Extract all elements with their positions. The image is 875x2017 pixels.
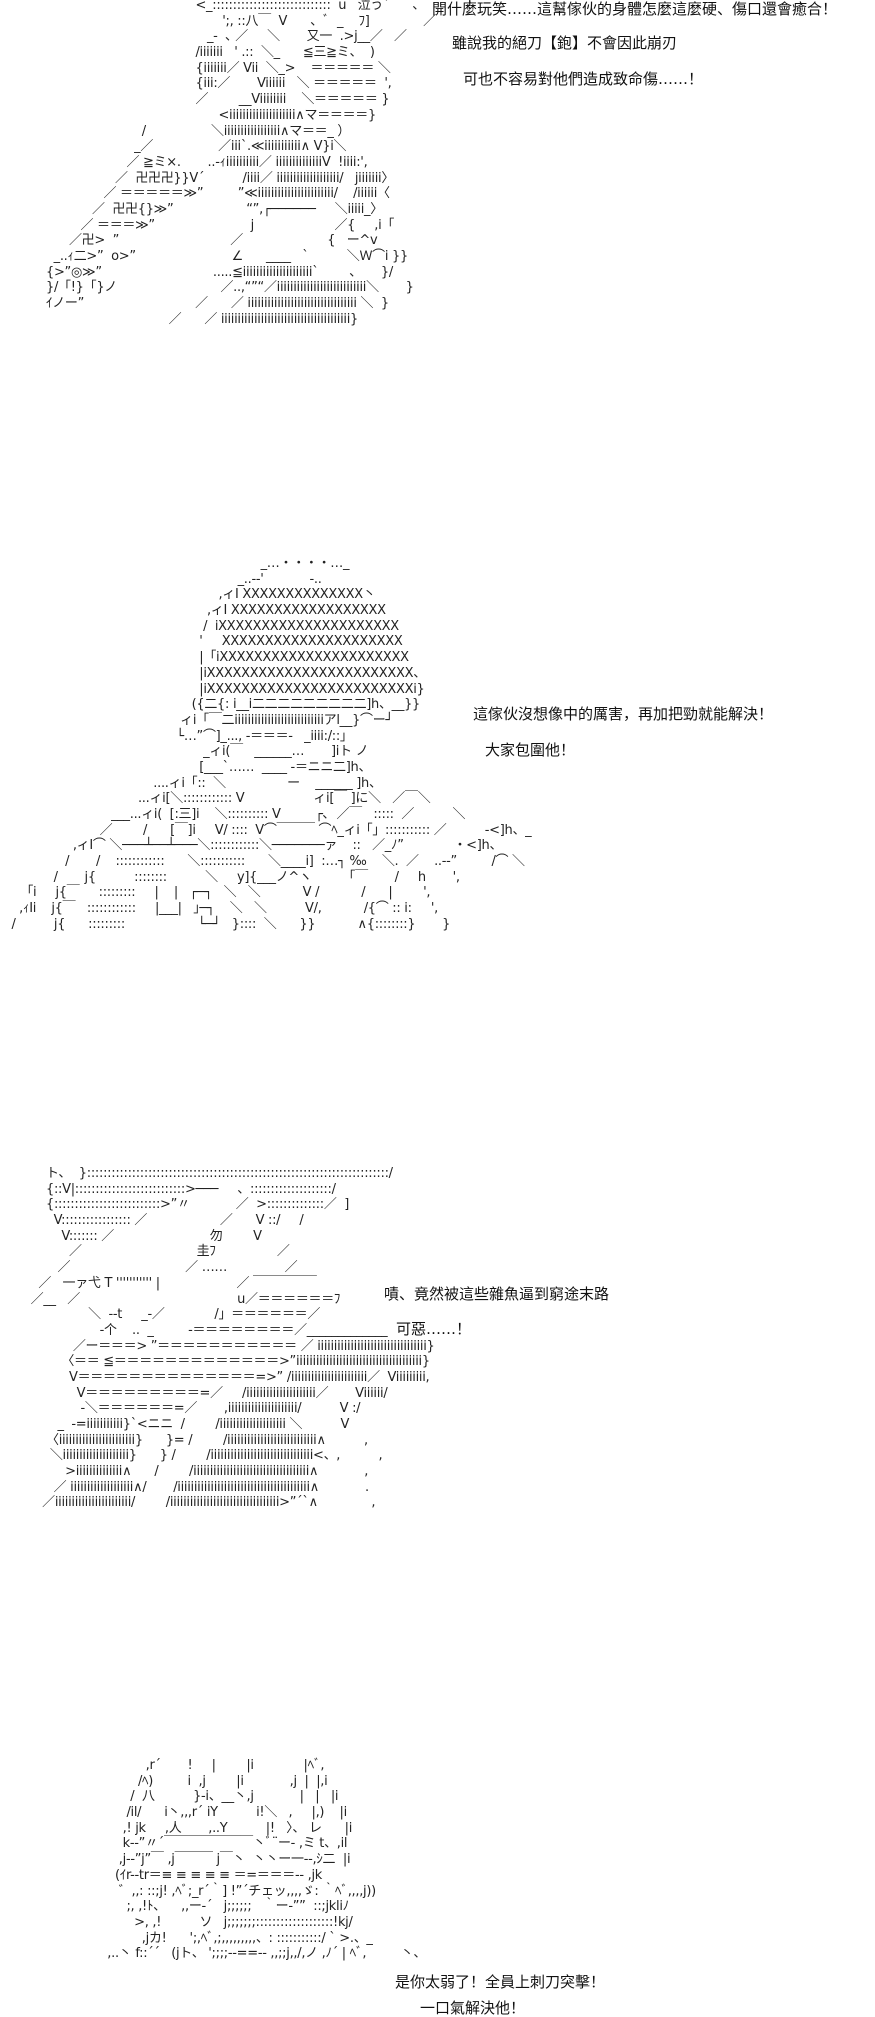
ascii-art-line: -个 .. _ -＝＝＝＝＝＝＝＝／_____________ [0, 1322, 388, 1338]
ascii-art-line: _／ ／iii`.≪iiiiiiiiiii∧ V}i＼ [0, 139, 347, 155]
ascii-art-line: (ｲr--tr＝≡ ≡ ≡ ≡ ≡ ＝=＝＝＝-‐ ,jk [0, 1867, 322, 1883]
ascii-art-panel-1: <_::::::::::::::::::::::::::::: u 泣う` 、 … [0, 0, 472, 327]
ascii-art-line: -＼＝＝＝＝＝＝=／ ,iiiiiiiiiiiiiiiiiiiii/ V :/ [0, 1401, 361, 1417]
ascii-art-line: _..-‐' ‐.. [0, 571, 322, 587]
dialogue-4-line-1: 是你太弱了！全員上刺刀突擊！ [395, 1973, 606, 1991]
ascii-art-line: / iXXXXXXXXXXXXXXXXXXXXX [0, 618, 399, 634]
ascii-art-line: ,ィI XXXXXXXXXXXXXXXXXX [0, 603, 386, 619]
ascii-art-line: ／ ／ …… ／ [0, 1260, 298, 1276]
ascii-art-line: ＼iiiiiiiiiiiiiiiiiiii} } / /iiiiiiiiiiii… [0, 1448, 383, 1464]
dialogue-1-line-3: 可也不容易對他們造成致命傷……！ [463, 70, 704, 88]
ascii-art-line: / j{ :::::::: ＼ y]{___ノ^ヽ 「￣ / h ', [0, 869, 460, 885]
ascii-art-line: |iXXXXXXXXXXXXXXXXXXXXXXXX、 [0, 665, 426, 681]
ascii-art-line: /iiiiiii ' .:: ＼_ ≦三≧ミ、 ) [0, 45, 375, 61]
ascii-art-line: ';, ::八￣ V 、ﾞ _ ﾌ] ／ [0, 13, 436, 29]
ascii-art-panel-4: ,r´ ! | |i |ﾍﾞ, /ﾍ) i ,j |i ,j | |,i / 八… [0, 1758, 426, 1962]
ascii-art-line: k--”〃´￣￣￣￣￣￣￣丶ﾞ¨ー- ,ミ t、,il [0, 1836, 348, 1852]
ascii-art-line: ／ 圭ﾌ ／ [0, 1244, 290, 1260]
ascii-art-line: ／iiiiiiiiiiiiiiiiiiiiiii/ /iiiiiiiiiiiii… [0, 1495, 376, 1511]
ascii-art-line: ／ ＝＝＝≫” j ／{ ,i「 [0, 217, 395, 233]
dialogue-4-line-2: 一口氣解決他！ [420, 1999, 526, 2017]
ascii-art-line: >iiiiiiiiiiiiii∧ / /iiiiiiiiiiiiiiiiiiii… [0, 1464, 369, 1480]
ascii-art-line: ,j--”j”￣ ,j￣￣￣ j￣丶 丶丶ー一--,ｼ二 |i [0, 1852, 351, 1868]
ascii-art-line: ,! jk ,人 ,..Y |! 〉、 レ |i [0, 1820, 353, 1836]
ascii-art-line: ___...ィi( [:三]i ＼:::::::::: V ┌､ ／￣ ::::… [0, 807, 466, 822]
ascii-art-line: ....ィi「:: ＼ ー ______ ]h、 [0, 775, 382, 791]
ascii-art-line: V::::::: ／ 勿 V [0, 1228, 262, 1244]
ascii-art-line: ({二{: i__i二二二二二二二二二]h、__}} [0, 697, 421, 713]
ascii-art-line: ゛,,: ::;j! ,ﾍﾞ;_r´｀] !”´チェッ,,,,ゞ: ｀ﾍﾞ,,,… [0, 1883, 376, 1899]
ascii-art-line: ＼ --t _-／ /」＝＝＝＝＝＝／ [0, 1307, 321, 1323]
ascii-art-line: ／ 一ァ弋 T ''''''''''' | ／ ￣￣￣￣￣ [0, 1275, 317, 1291]
dialogue-1-line-1: 開什麼玩笑……這幫傢伙的身體怎麼這麼硬、傷口還會癒合！ [432, 0, 838, 18]
ascii-art-line: {iiiiiii／ Vii ＼_> ＝＝＝＝＝ ＼ [0, 60, 391, 76]
ascii-art-line: 〈＝＝ ≦＝＝＝＝＝＝＝＝＝＝＝＝＝>”iiiiiiiiiiiiiiiiiiii… [0, 1354, 430, 1370]
ascii-art-line: _..ｨ二>” o>” ∠ ____ ` ＼Ｗ⌒i }} [0, 249, 409, 264]
ascii-art-line: _- ､ ／ ＼ 又一 .>j__／ ／ [0, 29, 407, 45]
ascii-art-line: / 八 }-i、__丶,j | | |i [0, 1789, 339, 1805]
ascii-art-line: ／ ＝＝＝＝＝≫” ”≪iiiiiiiiiiiiiiiiiiiiiii/ /ii… [0, 186, 390, 202]
ascii-art-line: |「iXXXXXXXXXXXXXXXXXXXXXX [0, 650, 409, 666]
ascii-art-line: {iii:／ Viiiiii ＼ ＝＝＝＝＝ ', [0, 76, 392, 92]
ascii-art-line: ,ィI XXXXXXXXXXXXXX丶 [0, 587, 376, 603]
ascii-art-line: / j{ ::::::::: └─┘ }:::: ＼ }} ∧{::::::::… [0, 916, 451, 932]
dialogue-3-line-1: 嘖、竟然被這些雜魚逼到窮途末路 [384, 1285, 610, 1303]
ascii-art-line: ／ー＝＝＝> ”＝＝＝＝＝＝＝＝＝＝＝ ／ iiiiiiiiiiiiiiiiii… [0, 1338, 435, 1354]
ascii-art-line: ィi「￣二iiiiiiiiiiiiiiiiiiiiiiiiiiiアl__}⌒ー┘ [0, 712, 393, 728]
ascii-art-line: _ィi(￣ ______… ]iト ノ [0, 744, 369, 760]
ascii-art-panel-3: ト、 }::::::::::::::::::::::::::::::::::::… [0, 1166, 435, 1511]
ascii-art-line: ／__ ／ u／＝＝＝＝＝＝ﾌ [0, 1291, 341, 1307]
ascii-art-line: ／ ／ iiiiiiiiiiiiiiiiiiiiiiiiiiiiiiiiiiii… [0, 311, 359, 327]
ascii-art-line: 〈iiiiiiiiiiiiiiiiiiiiiii} }= / /iiiiiiii… [0, 1432, 368, 1448]
dialogue-1-line-2: 雖說我的絕刀【鉋】不會因此崩刃 [452, 34, 678, 52]
dialogue-3-line-2: 可惡……！ [396, 1320, 472, 1338]
ascii-art-panel-2: _…・・・・…_ _..-‐' ‐.. ,ィI XXXXXXXXXXXXXX丶 [0, 556, 531, 933]
ascii-art-line: ／ iiiiiiiiiiiiiiiiiii∧/ /iiiiiiiiiiiiiii… [0, 1479, 369, 1495]
dialogue-2-line-2: 大家包圍他！ [485, 741, 576, 759]
ascii-art-line: {::::::::::::::::::::::::::>”〃 ／ >::::::… [0, 1197, 349, 1213]
ascii-art-line: ／ __Viiiiiiii ＼＝＝＝＝＝ } [0, 92, 390, 108]
ascii-art-line: ,jカ! ';,ﾍﾞ,;,,,,,,,,,、: :::::::::::/ ` >… [0, 1930, 373, 1946]
ascii-art-line: ／ 卍卍卍}}V´ /iiii／ iiiiiiiiiiiiiiiiiii/ ji… [0, 170, 395, 186]
ascii-art-line: / / :::::::::::: ＼::::::::::: ＼____i] :…… [0, 854, 525, 870]
ascii-art-line: /ﾍ) i ,j |i ,j | |,i [0, 1773, 328, 1789]
ascii-art-line: ,..丶 f::´´ (jト、 ';;;;--==-- ,,;;j,,/,ノ ,… [0, 1946, 427, 1962]
ascii-art-line: ;, ,!ﾄ、 ,,ー‐´ j;;;;;; ｀ー‐”” ::;jkliﾉ [0, 1899, 349, 1915]
ascii-art-line: _ -=iiiiiiiiiii}`<ニニ / /iiiiiiiiiiiiiiii… [0, 1417, 350, 1432]
ascii-art-line: ／卍> ” ／ { ー^v [0, 233, 378, 249]
ascii-art-line: ,ィI⌒ ＼───┴──┴───＼::::::::::::＼───────ァ :… [0, 838, 503, 854]
ascii-art-line: >, ,! ソ j;;;;;;;:::::::::::::::::::!kj/ [0, 1914, 353, 1930]
ascii-art-line: ／ ≧ミ×. ..-ｨiiiiiiiiii／ iiiiiiiiiiiiiiV !… [0, 154, 368, 170]
ascii-art-line: V＝＝＝＝＝＝＝＝＝=／ /iiiiiiiiiiiiiiiiiiiii／ Vii… [0, 1385, 388, 1401]
ascii-art-line: ｢i j{￣ ::::::::: | | ┌─┐ ＼ ＼ V / / | ', [0, 885, 431, 901]
ascii-art-line: <iiiiiiiiiiiiiiiiiiii∧マ＝＝＝＝} [0, 107, 376, 123]
ascii-art-line: {>”◎≫” .....≦iiiiiiiiiiiiiiiiiiiii` 、 }/ [0, 264, 393, 280]
ascii-art-line: [___`…… ____ -＝ニニ二]h、 [0, 759, 372, 775]
ascii-art-line: / ＼iiiiiiiiiiiiiiiii∧マ＝＝_ ） [0, 123, 351, 139]
ascii-art-line: ト、 }::::::::::::::::::::::::::::::::::::… [0, 1166, 393, 1181]
ascii-art-line: ,r´ ! | |i |ﾍﾞ, [0, 1758, 325, 1773]
ascii-art-line: {::V|:::::::::::::::::::::::::::>─── 、::… [0, 1181, 336, 1197]
ascii-art-line: }/「!}「}ノ ／..,“”“／iiiiiiiiiiiiiiiiiiiiiii… [0, 280, 414, 296]
ascii-art-line: └…”⌒]_..., -＝＝＝- _iiii:/::」 [0, 728, 353, 744]
ascii-art-line: V::::::::::::::::: ／ ／ V ::/ / [0, 1213, 304, 1229]
ascii-art-line: ' XXXXXXXXXXXXXXXXXXXXX [0, 634, 403, 650]
ascii-art-line: /il/ i丶,,,r´ iY i!＼ , |,) |i [0, 1805, 347, 1821]
ascii-art-line: ／ / [￣]i V/ :::: V⌒￣￣￣ ⌒ﾍ_ィi「」::::::::::… [0, 822, 532, 838]
ascii-art-line: V＝＝＝＝＝＝＝＝＝＝＝＝＝＝=>” /iiiiiiiiiiiiiiiiiiii… [0, 1369, 430, 1385]
ascii-art-line: ...ィi[＼:::::::::::: V ィi[￣ ]に＼ ／￣＼ [0, 791, 431, 807]
ascii-art-line: <_::::::::::::::::::::::::::::: u 泣う` 、 … [0, 0, 473, 13]
ascii-art-line: ,ｨIi j{￣ :::::::::::: |___| ｣─┐ ＼ ＼ V/, … [0, 901, 438, 917]
ascii-art-line: ｲノー” ／ ／ iiiiiiiiiiiiiiiiiiiiiiiiiiiiiii… [0, 296, 389, 312]
ascii-art-line: |iXXXXXXXXXXXXXXXXXXXXXXXXi} [0, 681, 425, 697]
ascii-art-line: ／ 卍卍{}≫” “”,┌────── ＼iiiii_〉 [0, 201, 383, 217]
ascii-art-line: _…・・・・…_ [0, 556, 350, 571]
dialogue-2-line-1: 這傢伙沒想像中的厲害，再加把勁就能解決！ [473, 705, 774, 723]
